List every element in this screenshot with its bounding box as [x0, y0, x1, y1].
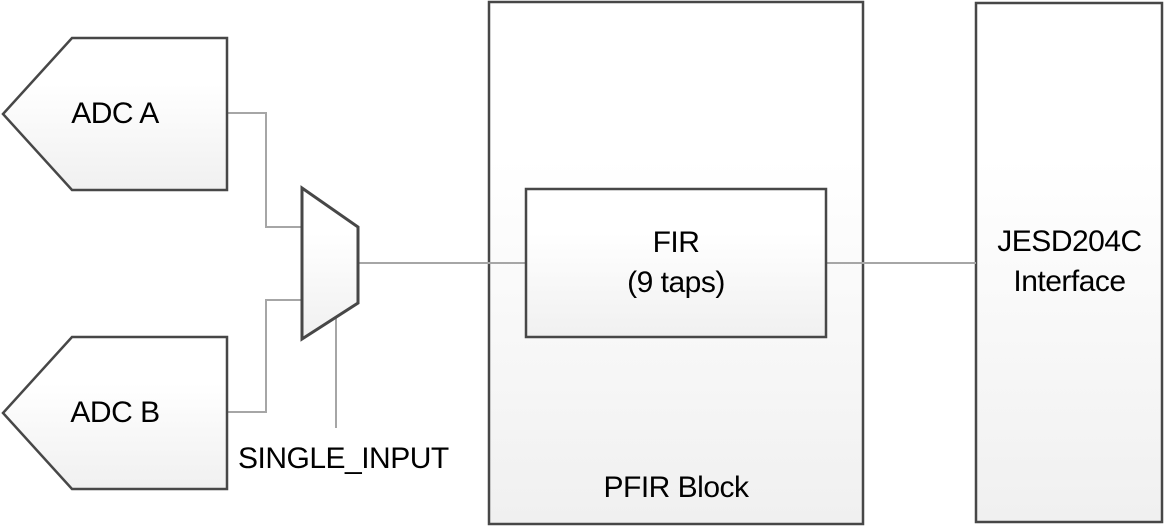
- adc-a-shape: [1, 36, 229, 192]
- mux-shape: [300, 185, 360, 342]
- pfir-block-label: PFIR Block: [489, 468, 863, 508]
- fir-block: [524, 187, 828, 339]
- adc-b-connector: [227, 299, 302, 413]
- single-input-label-text: SINGLE_INPUT: [238, 442, 449, 475]
- adc-a-connector: [227, 112, 302, 228]
- adc-a-label-text: ADC A: [71, 97, 159, 130]
- fir-label-line2: (9 taps): [627, 266, 725, 299]
- pfir-block-label-text: PFIR Block: [603, 471, 749, 504]
- adc-b-label: ADC B: [3, 337, 227, 489]
- fir-label-line1: FIR: [652, 226, 700, 259]
- jesd-label-line2: Interface: [1013, 265, 1126, 298]
- adc-a-label: ADC A: [3, 38, 227, 190]
- jesd-interface-block: [974, 1, 1164, 524]
- adc-b-shape: [1, 335, 229, 491]
- fir-label: FIR (9 taps): [526, 189, 826, 337]
- single-input-label: SINGLE_INPUT: [238, 441, 458, 477]
- jesd-interface-label: JESD204C Interface: [976, 222, 1163, 302]
- adc-b-label-text: ADC B: [70, 396, 160, 429]
- jesd-label-line1: JESD204C: [997, 225, 1142, 258]
